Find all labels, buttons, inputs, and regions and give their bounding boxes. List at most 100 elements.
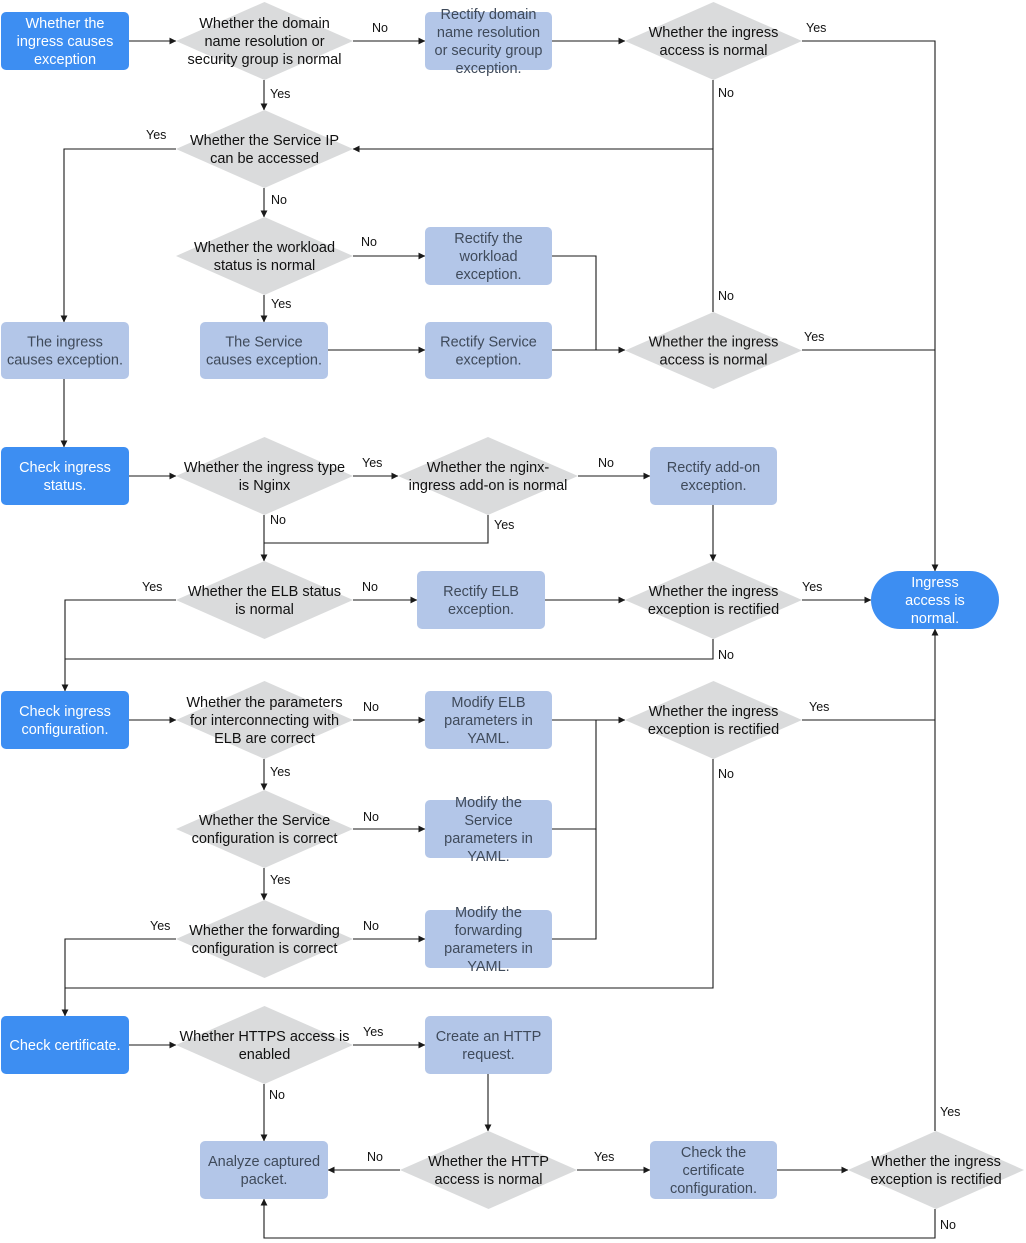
node-label: packet.	[241, 1172, 288, 1188]
edge-e-svc-fwd: Yes	[260, 868, 290, 901]
node-label: Whether the ingress	[649, 704, 779, 720]
node-shape	[417, 571, 545, 629]
node-label: The Service	[225, 335, 302, 351]
node-label: forwarding	[455, 923, 523, 939]
edge-e-ok2-svcip: No	[352, 145, 734, 312]
edge-e-httpok-certconf: Yes	[577, 1150, 651, 1174]
node-label: Whether HTTPS access is	[179, 1029, 349, 1045]
edge-e-ok2-end: Yes	[802, 330, 935, 351]
node-label: exception is rectified	[648, 722, 779, 738]
node-shape	[650, 447, 777, 505]
edge-line	[65, 639, 714, 660]
edge-e-svcip-workload: No	[260, 188, 287, 218]
node-label: Rectify ELB	[443, 584, 519, 600]
node-label: Check ingress	[19, 704, 111, 720]
node-label: configuration.	[21, 722, 108, 738]
node-label: or security group	[435, 43, 543, 59]
node-analyze: Analyze captured packet.	[200, 1141, 328, 1199]
node-label: exception.	[455, 353, 521, 369]
edge-e-https-analyze: No	[260, 1084, 285, 1142]
node-label: Whether the workload	[194, 240, 335, 256]
edge-label: No	[940, 1218, 956, 1232]
edge-label: No	[361, 235, 377, 249]
node-shape	[1, 322, 129, 379]
edge-line	[552, 255, 597, 350]
edge-line	[65, 759, 714, 989]
node-shape	[625, 681, 802, 759]
node-shape	[1, 447, 129, 505]
node-label: Rectify domain	[441, 7, 537, 23]
node-label: Rectify Service	[440, 335, 537, 351]
node-label: request.	[462, 1047, 514, 1063]
node-shape	[425, 691, 552, 749]
edge-e-fwd-cert: Yes	[61, 919, 176, 1017]
node-label: workload	[458, 249, 517, 265]
node-label: Whether the HTTP	[428, 1154, 549, 1170]
node-shape	[200, 1141, 328, 1199]
edge-e-params-svc: Yes	[260, 759, 290, 791]
node-label: causes exception.	[206, 353, 322, 369]
node-shape	[425, 322, 552, 379]
node-label: ingress add-on is normal	[409, 478, 568, 494]
node-check-cert: Check certificate.	[1, 1016, 129, 1074]
edge-e-modsvc-rect2	[552, 720, 597, 830]
node-label: exception is rectified	[648, 602, 779, 618]
edge-label: No	[269, 1088, 285, 1102]
node-label: Whether the ingress	[649, 25, 779, 41]
node-label: Rectify the	[454, 231, 523, 247]
edge-label: No	[372, 21, 388, 35]
edge-label: No	[367, 1150, 383, 1164]
edge-label: No	[363, 700, 379, 714]
node-rectified1: Whether the ingress exception is rectifie…	[625, 561, 802, 639]
edge-e-elb-fix: No	[353, 580, 418, 604]
edge-label: Yes	[270, 873, 290, 887]
edge-line	[260, 1198, 936, 1239]
node-shape	[176, 437, 353, 515]
edge-e-params-mod: No	[353, 700, 426, 724]
node-shape	[425, 800, 552, 858]
node-label: configuration.	[670, 1181, 757, 1197]
node-label: name resolution	[437, 25, 540, 41]
node-shape	[176, 2, 353, 80]
node-label: Rectify add-on	[667, 460, 761, 476]
node-svc-exc: The Service causes exception.	[200, 322, 328, 379]
node-shape	[176, 561, 353, 639]
node-label: Analyze captured	[208, 1154, 320, 1170]
node-label: parameters in	[444, 941, 533, 957]
node-label: Whether the forwarding	[189, 923, 340, 939]
node-label: parameters in	[444, 831, 533, 847]
edge-label: Yes	[150, 919, 170, 933]
node-label: configuration is correct	[192, 831, 338, 847]
node-label: for interconnecting with	[190, 713, 339, 729]
node-label: Create an HTTP	[436, 1029, 542, 1045]
edge-e-rect1-config: No	[65, 639, 734, 662]
node-label: exception.	[680, 478, 746, 494]
node-label: exception.	[448, 602, 514, 618]
edge-e-addon-elb: Yes	[264, 515, 514, 544]
node-label: YAML.	[467, 849, 509, 865]
node-label: security group is normal	[188, 52, 342, 68]
node-label: Whether the ingress type	[184, 460, 345, 476]
node-label: Service	[464, 813, 512, 829]
node-label: Modify the	[455, 795, 522, 811]
edge-e-workload-fix: No	[353, 235, 426, 260]
edge-e-addon-fix: No	[578, 456, 651, 480]
edge-label: No	[598, 456, 614, 470]
edge-label: No	[718, 648, 734, 662]
node-shape	[200, 322, 328, 379]
edge-e-httpok-analyze: No	[327, 1150, 400, 1174]
node-label: Whether the ingress	[649, 584, 779, 600]
